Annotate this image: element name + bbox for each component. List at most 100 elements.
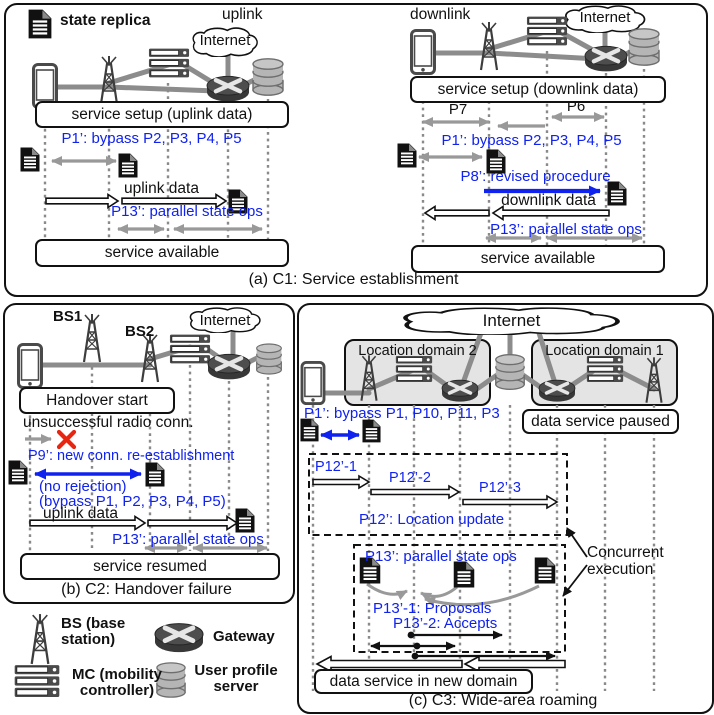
p13-label: P13’: parallel state ops bbox=[365, 548, 517, 565]
mobility-controller-icon bbox=[526, 16, 568, 46]
state-replica-icon bbox=[534, 557, 556, 584]
p12-2-label: P12’-2 bbox=[389, 470, 431, 486]
internet-label: Internet bbox=[199, 32, 251, 49]
unsuccessful-radio-label: unsuccessful radio conn. bbox=[23, 414, 194, 431]
p6-label: P6 bbox=[566, 98, 586, 115]
gateway-icon bbox=[155, 624, 203, 653]
mobility-controller-icon bbox=[14, 664, 60, 698]
user-profile-server-icon bbox=[256, 343, 282, 375]
panel-b-caption: (b) C2: Handover failure bbox=[61, 581, 232, 598]
uplink-data-label: uplink data bbox=[43, 505, 118, 522]
user-profile-server-icon bbox=[495, 354, 525, 390]
service-available-box: service available bbox=[411, 245, 665, 273]
state-replica-icon bbox=[235, 508, 255, 533]
panel-c2-handover-failure: BS1 BS2 Internet Handover start unsucces… bbox=[3, 303, 295, 604]
p13-label: P13’: parallel state ops bbox=[490, 221, 642, 238]
panel-a-graphics bbox=[20, 5, 660, 245]
bs1-label: BS1 bbox=[53, 308, 83, 325]
state-replica-label: state replica bbox=[60, 12, 151, 29]
accept-arrows bbox=[370, 630, 556, 661]
bs2-label: BS2 bbox=[125, 323, 155, 340]
p1-bypass-label: P1’: bypass P2, P3, P4, P5 bbox=[61, 130, 242, 147]
service-available-box: service available bbox=[35, 239, 289, 267]
p9-label: P9’: new conn. re-establishment bbox=[28, 448, 235, 464]
downlink-data-label: downlink data bbox=[501, 192, 596, 209]
bypass-label: (bypass P1, P2, P3, P4, P5) bbox=[39, 493, 226, 510]
downlink-arrows bbox=[418, 112, 643, 243]
service-resumed-box: service resumed bbox=[20, 553, 280, 580]
gateway-icon bbox=[207, 76, 249, 101]
no-rejection-label: (no rejection) bbox=[39, 478, 127, 495]
mobility-controller-icon bbox=[586, 355, 624, 383]
p12-1-label: P12’-1 bbox=[315, 459, 357, 475]
data-service-new-domain-box: data service in new domain bbox=[314, 669, 533, 694]
base-station-1-icon bbox=[82, 312, 102, 364]
service-setup-uplink-box: service setup (uplink data) bbox=[35, 101, 289, 128]
lifelines bbox=[311, 405, 656, 691]
uplink-data-label: uplink data bbox=[124, 180, 199, 197]
sequence-arrows bbox=[308, 429, 588, 673]
state-replica-icon bbox=[453, 561, 475, 588]
state-replica-icon bbox=[118, 153, 138, 178]
mobility-controller-icon bbox=[169, 334, 211, 364]
phone-icon bbox=[410, 29, 436, 75]
panel-c-graphics bbox=[300, 305, 678, 691]
state-replica-icon bbox=[145, 462, 165, 487]
state-replica-icon bbox=[20, 147, 40, 172]
service-setup-downlink-box: service setup (downlink data) bbox=[410, 76, 666, 103]
user-profile-server-icon bbox=[252, 58, 284, 96]
legend-mc-label: MC (mobility controller) bbox=[72, 666, 162, 700]
p1-bypass-label: P1’: bypass P1, P10, P11, P3 bbox=[304, 405, 500, 422]
user-profile-server-icon bbox=[628, 28, 660, 66]
panel-b-graphics bbox=[8, 307, 282, 553]
p13-group-box bbox=[353, 544, 566, 653]
uplink-lifelines bbox=[43, 83, 270, 241]
gateway-icon bbox=[585, 46, 627, 71]
uplink-arrows bbox=[45, 156, 263, 234]
handover-start-box: Handover start bbox=[19, 387, 175, 414]
p12-3-label: P12’-3 bbox=[479, 480, 521, 496]
mobility-controller-icon bbox=[148, 48, 190, 78]
downlink-title: downlink bbox=[410, 6, 471, 23]
phone-icon bbox=[17, 343, 43, 389]
legend-ups-label: User profile server bbox=[194, 662, 278, 696]
p1-bypass-label: P1’: bypass P2, P3, P4, P5 bbox=[441, 132, 622, 149]
p12-label: P12’: Location update bbox=[359, 511, 505, 528]
concurrent-execution-label: Concurrent execution bbox=[587, 544, 664, 578]
panel-a-caption: (a) C1: Service establishment bbox=[248, 271, 459, 288]
state-replica-icon bbox=[8, 460, 28, 485]
p13-2-label: P13’-2: Accepts bbox=[393, 615, 498, 632]
state-replica-icon bbox=[362, 419, 381, 443]
p7-label: P7 bbox=[448, 101, 468, 118]
gateway-icon bbox=[537, 379, 577, 403]
gateway-icon bbox=[440, 379, 480, 403]
p13-1-label: P13’-1: Proposals bbox=[373, 600, 492, 617]
uplink-title: uplink bbox=[222, 6, 263, 23]
phone-icon bbox=[300, 361, 326, 405]
state-replica-icon bbox=[300, 418, 319, 442]
internet-label: Internet bbox=[579, 9, 631, 26]
gateway-icon bbox=[208, 354, 250, 379]
p13-label: P13’: parallel state ops bbox=[112, 531, 264, 548]
concurrent-pointer-up bbox=[566, 527, 588, 558]
concurrent-pointer-down bbox=[562, 564, 588, 597]
panel-c1-service-establishment: state replica uplink Internet service se… bbox=[4, 3, 708, 297]
mobility-controller-icon bbox=[395, 355, 433, 383]
data-service-paused-box: data service paused bbox=[522, 409, 679, 434]
p12-group-box bbox=[308, 453, 568, 536]
internet-label: Internet bbox=[482, 311, 541, 330]
sequence-arrows bbox=[25, 429, 268, 553]
internet-label: Internet bbox=[199, 312, 251, 329]
base-station-icon bbox=[30, 612, 50, 666]
p8-label: P8’: revised procedure bbox=[460, 168, 611, 185]
panel-c3-wide-area-roaming: Internet Location domain 2 Location doma… bbox=[297, 303, 714, 714]
location-domain-1-label: Location domain 1 bbox=[545, 343, 664, 359]
state-replica-icon bbox=[28, 9, 52, 39]
legend-bs-label: BS (base station) bbox=[61, 615, 126, 649]
p13-label: P13’: parallel state ops bbox=[111, 203, 263, 220]
state-replica-icon bbox=[397, 143, 417, 168]
location-domain-2-label: Location domain 2 bbox=[358, 343, 477, 359]
panel-c-caption: (c) C3: Wide-area roaming bbox=[408, 692, 598, 709]
failure-cross-icon bbox=[56, 429, 77, 450]
